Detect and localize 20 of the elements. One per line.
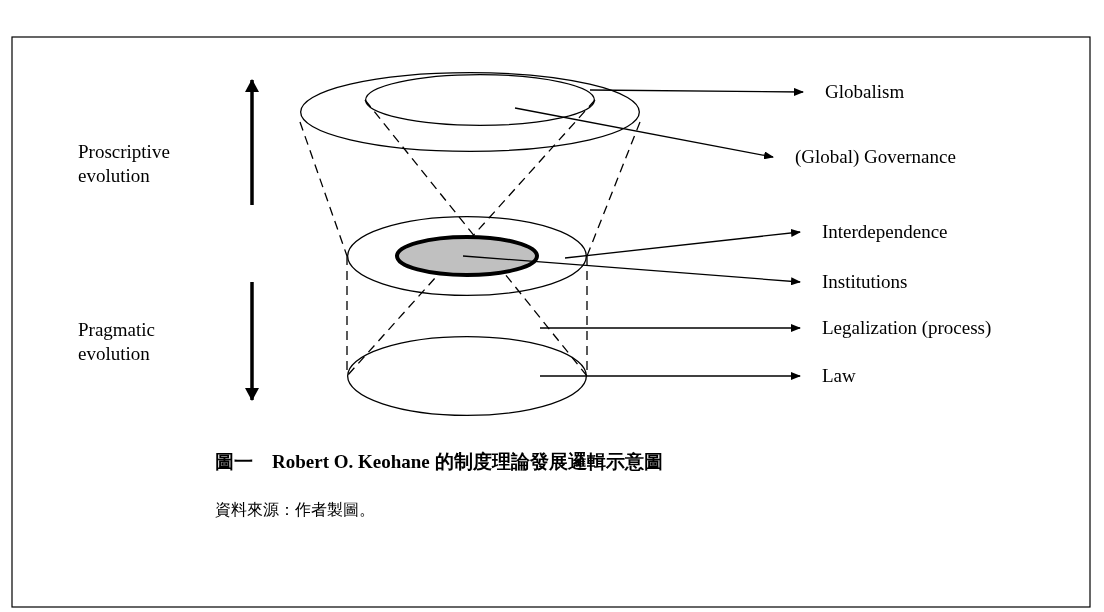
part-label: Globalism bbox=[825, 80, 905, 104]
leader-line bbox=[539, 372, 801, 380]
ellipse-outline bbox=[347, 216, 587, 296]
axis-label: Pragmatic evolution bbox=[78, 318, 157, 366]
source-note: 資料來源：作者製圖。 bbox=[215, 499, 375, 521]
axis-label: Proscriptive evolution bbox=[78, 140, 171, 188]
ellipse-outline bbox=[395, 235, 539, 277]
part-label: Law bbox=[822, 364, 856, 388]
figure-caption: 圖一 Robert O. Keohane 的制度理論發展邏輯示意圖 bbox=[215, 450, 663, 474]
ellipse-outline bbox=[365, 74, 595, 126]
leader-line bbox=[589, 87, 804, 96]
part-label: Legalization (process) bbox=[822, 316, 992, 340]
part-label: Interdependence bbox=[822, 220, 948, 244]
ellipse-outline bbox=[347, 336, 587, 416]
leader-line bbox=[462, 255, 801, 286]
leader-line bbox=[539, 324, 801, 332]
ellipse-outline bbox=[300, 72, 640, 152]
leader-line bbox=[564, 229, 801, 259]
part-label: Institutions bbox=[822, 270, 908, 294]
part-label: (Global) Governance bbox=[795, 145, 956, 169]
